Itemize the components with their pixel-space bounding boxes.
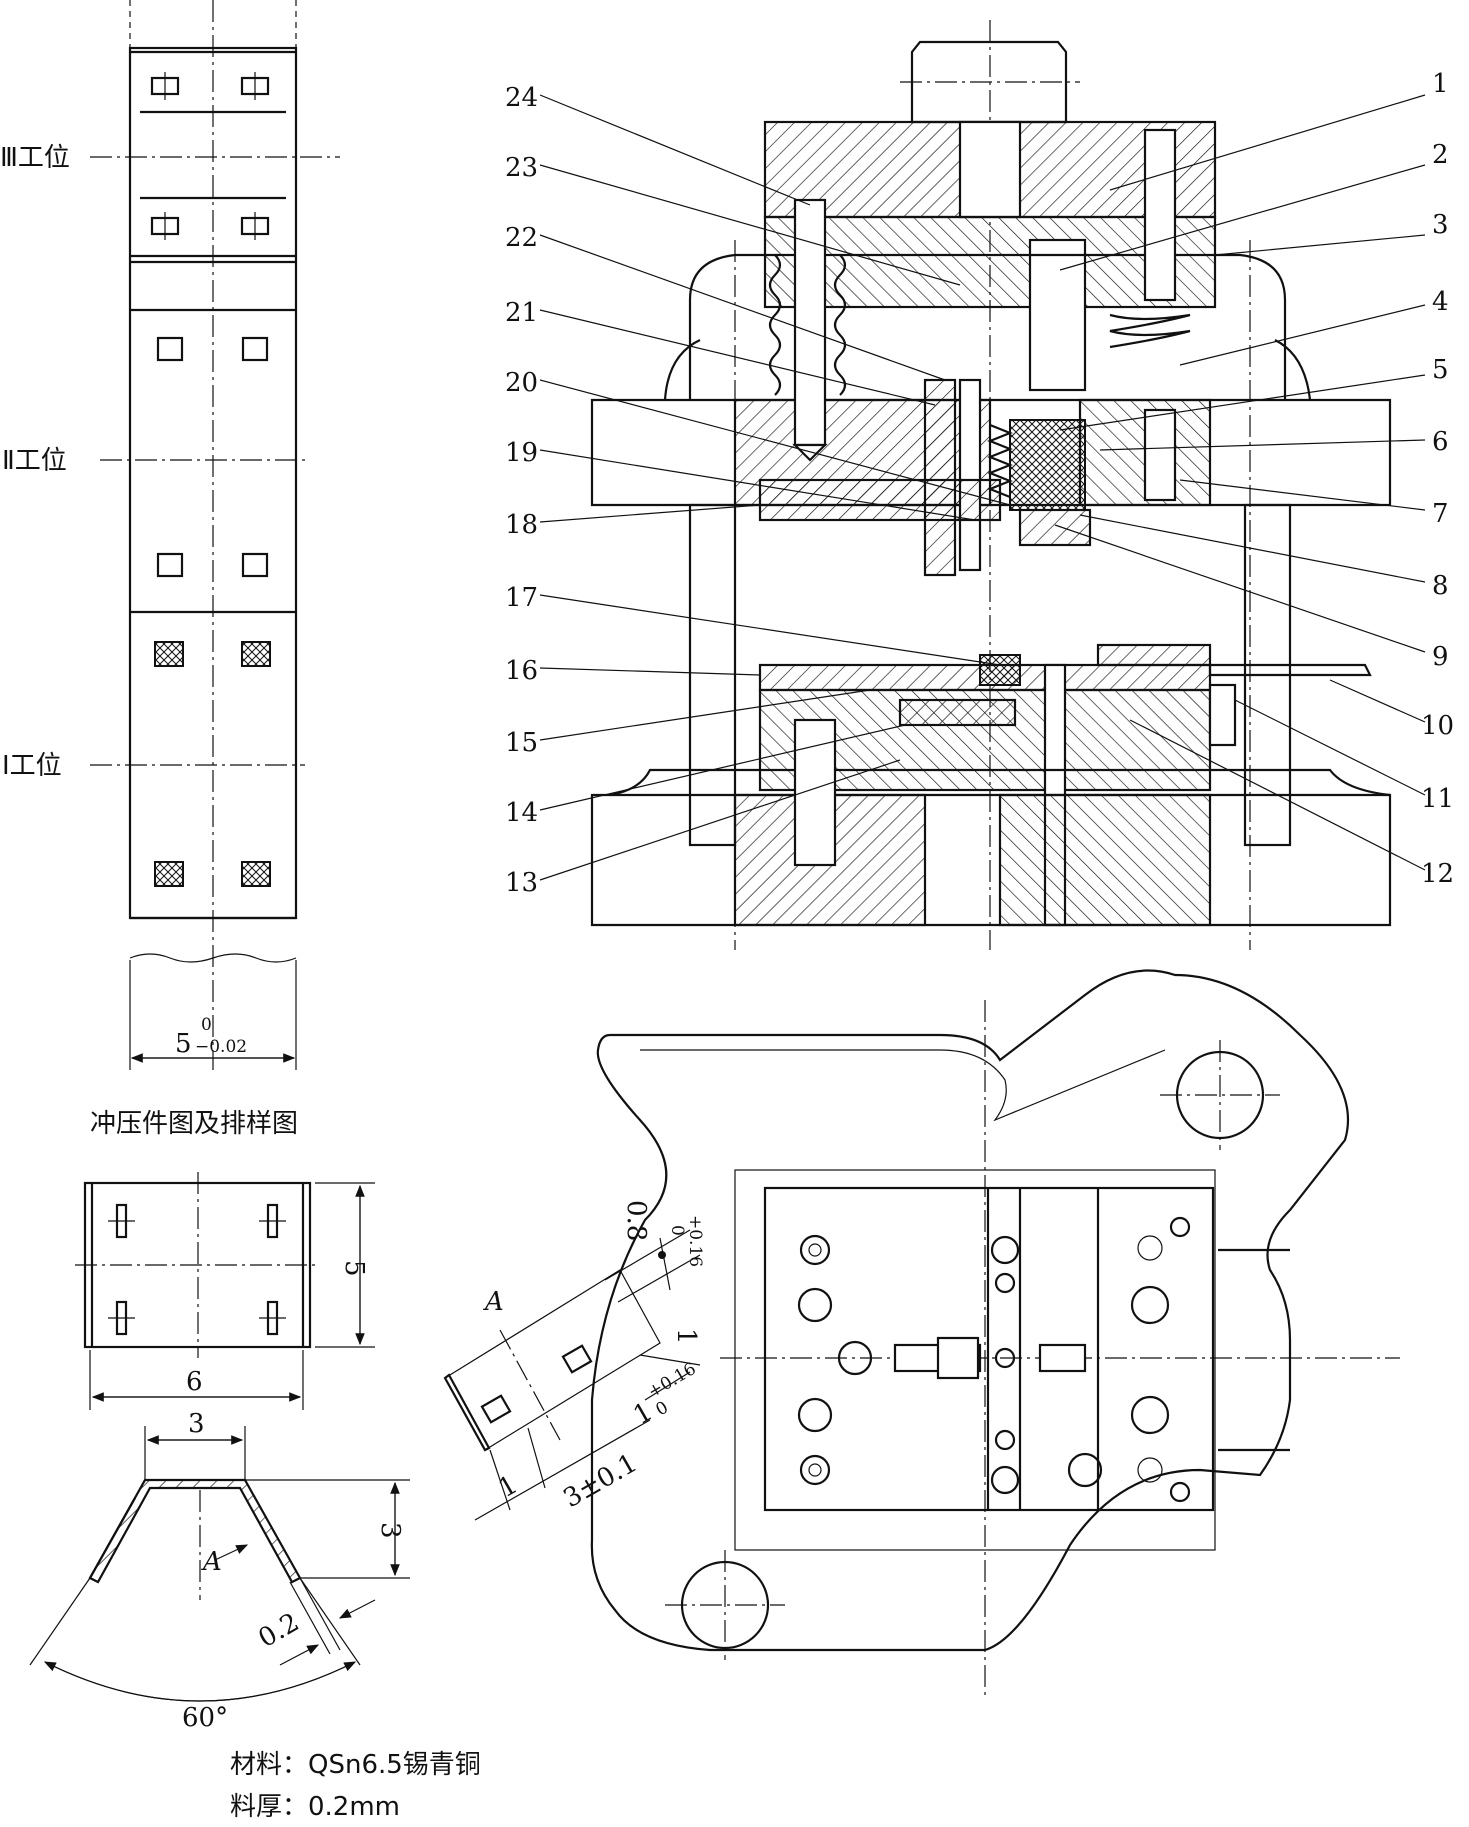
station-1-pierce — [154, 641, 271, 887]
strip-width-upper: 0 — [201, 1015, 212, 1035]
part-number: 2 — [1432, 140, 1449, 170]
station-2-label: Ⅱ工位 — [2, 446, 67, 476]
part-number: 6 — [1432, 427, 1449, 457]
detail-view-label: A — [483, 1287, 504, 1317]
part-number: 24 — [505, 83, 538, 113]
part-thickness-dim: 0.2 — [254, 1607, 305, 1654]
detail-span-dim: 3±0.1 — [559, 1448, 643, 1514]
part-number: 1 — [1432, 69, 1449, 99]
detail-slot-dim: 0.8 — [621, 1200, 651, 1241]
station-2-holes — [156, 336, 269, 578]
strip-layout: Ⅲ工位 Ⅱ工位 Ⅰ工位 5 0 −0.02 — [0, 0, 340, 1070]
station-3-cuts — [140, 72, 286, 240]
part-number: 8 — [1432, 571, 1449, 601]
detail-bottom-one-dim: 1 — [494, 1470, 523, 1504]
part-plan-view: 5 6 — [75, 1172, 375, 1410]
part-section-view: 3 3 A 0.2 60° — [29, 1409, 410, 1733]
thickness-note: 料厚：0.2mm — [230, 1792, 400, 1822]
part-depth-dim: 3 — [375, 1522, 405, 1539]
part-number: 17 — [505, 583, 538, 613]
layout-caption: 冲压件图及排样图 — [90, 1109, 298, 1139]
station-3-label: Ⅲ工位 — [0, 143, 70, 173]
part-numbers-left: 24 23 22 21 20 19 18 17 16 15 14 13 — [505, 83, 538, 898]
die-plan-view — [590, 969, 1400, 1700]
part-number: 11 — [1421, 784, 1454, 814]
part-number: 12 — [1421, 859, 1454, 889]
strip-width-lower: −0.02 — [195, 1037, 247, 1057]
plan-holes — [797, 1216, 1191, 1503]
part-number: 3 — [1432, 210, 1449, 240]
part-number: 7 — [1432, 499, 1449, 529]
part-number: 10 — [1421, 711, 1454, 741]
part-height-dim: 5 — [339, 1260, 369, 1277]
detail-slot-tol-lower: 0 — [667, 1225, 687, 1236]
part-number: 16 — [505, 656, 538, 686]
part-number: 23 — [505, 153, 538, 183]
part-number: 20 — [505, 368, 538, 398]
part-angle-dim: 60° — [182, 1703, 228, 1733]
detail-one-tol-upper: +0.16 — [645, 1359, 700, 1402]
station-1-label: Ⅰ工位 — [2, 751, 62, 781]
part-number: 15 — [505, 728, 538, 758]
part-number: 19 — [505, 438, 538, 468]
part-number: 9 — [1432, 642, 1449, 672]
part-top-dim: 3 — [188, 1409, 205, 1439]
part-number: 22 — [505, 223, 538, 253]
part-number: 21 — [505, 298, 538, 328]
material-note: 材料：QSn6.5锡青铜 — [230, 1750, 481, 1780]
leader-lines — [539, 94, 1426, 881]
part-view-arrow-label: A — [201, 1547, 222, 1577]
part-number: 13 — [505, 868, 538, 898]
part-width-dim: 6 — [186, 1367, 203, 1397]
part-number: 5 — [1432, 355, 1449, 385]
part-numbers-right: 1 2 3 4 5 6 7 8 9 10 11 12 — [1421, 69, 1454, 889]
detail-one-dim: 1 — [671, 1328, 701, 1345]
strip-width-nominal: 5 — [175, 1029, 192, 1059]
detail-view-a: A 0.8 +0.16 0 1 1 +0.16 0 1 3±0.1 — [443, 1200, 705, 1521]
die-section — [590, 20, 1392, 950]
part-number: 18 — [505, 510, 538, 540]
part-number: 4 — [1432, 287, 1449, 317]
detail-one-tol-lower: 0 — [653, 1398, 672, 1421]
detail-slot-tol-upper: +0.16 — [685, 1215, 705, 1267]
part-number: 14 — [505, 798, 538, 828]
